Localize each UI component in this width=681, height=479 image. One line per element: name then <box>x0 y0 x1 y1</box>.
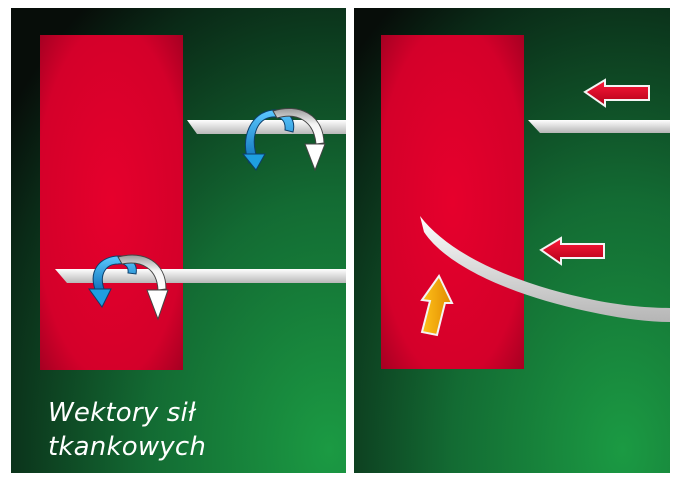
right-panel-illustration <box>354 8 670 473</box>
caption: Wektory sił tkankowych <box>48 396 206 464</box>
tooth-block <box>381 35 524 369</box>
caption-line-1: Wektory sił <box>48 396 206 430</box>
tooth-block <box>40 35 183 370</box>
left-panel: Wektory sił tkankowych <box>11 8 346 473</box>
caption-line-2: tkankowych <box>48 430 206 464</box>
upper-wire <box>528 120 670 133</box>
right-panel <box>354 8 670 473</box>
